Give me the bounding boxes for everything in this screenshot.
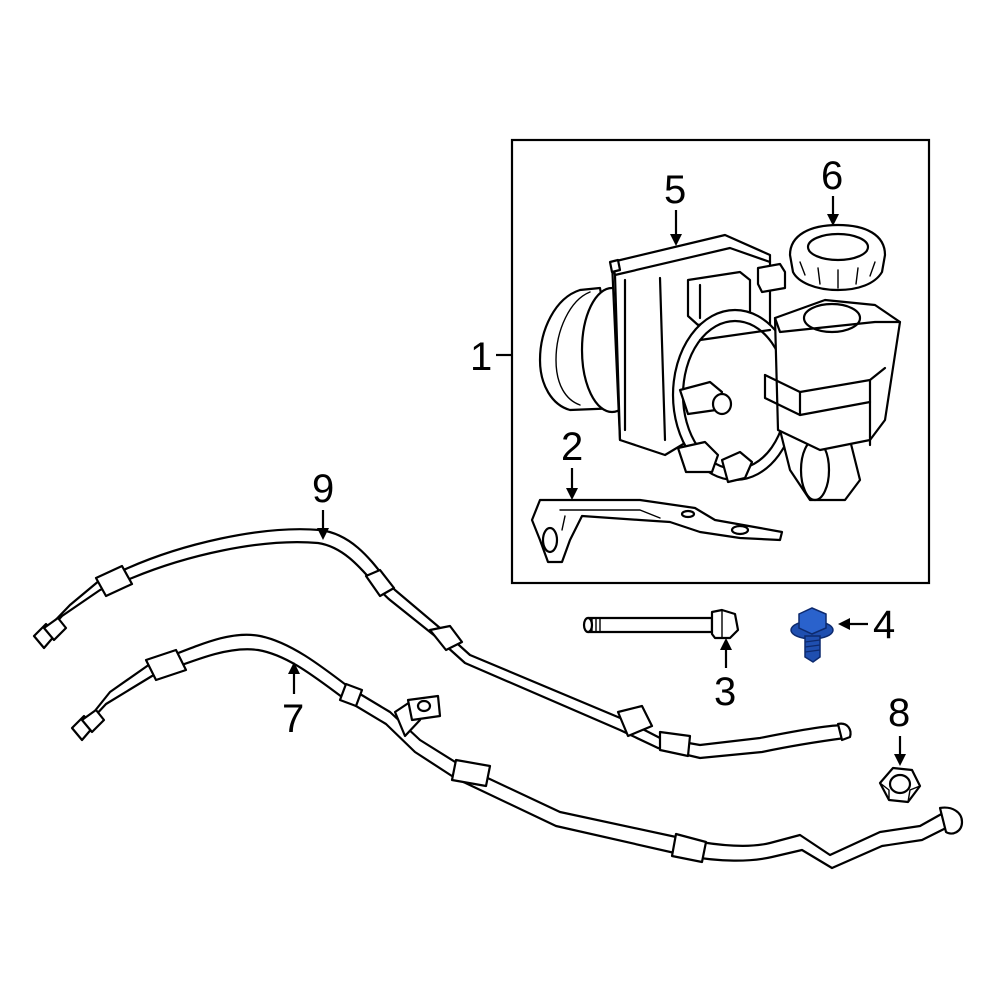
callout-labels: 1 2 3 4 5 6 7 8 9: [282, 154, 910, 741]
reservoir: [763, 298, 902, 452]
callout-9: 9: [312, 467, 334, 511]
hex-nut: [878, 766, 922, 804]
assembly-box: [510, 138, 931, 585]
callout-3: 3: [714, 670, 736, 714]
callout-leaders: [288, 196, 906, 766]
callout-1: 1: [470, 335, 492, 379]
callout-7: 7: [282, 697, 304, 741]
assembly-group: [510, 138, 931, 585]
flange-bolt-shank: [804, 635, 821, 663]
flange-bolt: [790, 607, 834, 663]
long-bolt: [582, 608, 740, 640]
callout-4: 4: [873, 603, 895, 647]
flange-bolt-head: [798, 607, 827, 635]
callout-2: 2: [561, 425, 583, 469]
mounting-bracket: [530, 498, 784, 564]
valve-block: [671, 308, 799, 484]
pressure-hose: [32, 528, 852, 760]
callout-5: 5: [664, 168, 686, 212]
reservoir-cap: [788, 223, 887, 292]
callout-6: 6: [821, 154, 843, 198]
callout-8: 8: [888, 691, 910, 735]
return-hose: [70, 633, 964, 870]
